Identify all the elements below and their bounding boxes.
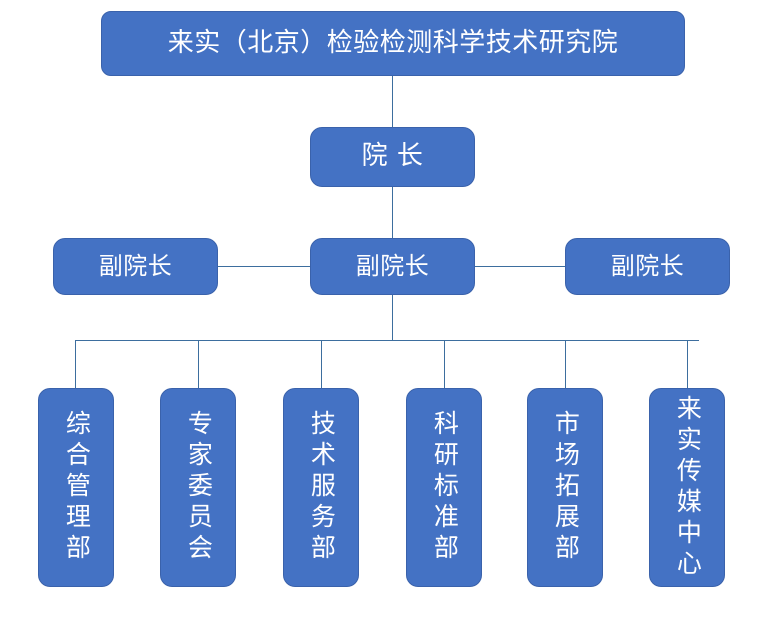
org-node-department-3[interactable]: 技术服务部 bbox=[283, 388, 359, 587]
connector-bus-to-dept-3 bbox=[321, 340, 322, 388]
org-node-department-5[interactable]: 市场拓展部 bbox=[527, 388, 603, 587]
connector-bus-to-dept-5 bbox=[565, 340, 566, 388]
org-node-vice-director-center-label: 副院长 bbox=[355, 251, 430, 280]
connector-bus-to-dept-4 bbox=[444, 340, 445, 388]
org-node-department-4[interactable]: 科研标准部 bbox=[406, 388, 482, 587]
org-node-department-3-label: 技术服务部 bbox=[307, 410, 337, 565]
connector-root-to-director bbox=[392, 76, 393, 127]
connector-bus-to-dept-2 bbox=[198, 340, 199, 388]
org-node-root[interactable]: 来实（北京）检验检测科学技术研究院 bbox=[101, 11, 685, 76]
department-bus-line bbox=[75, 340, 699, 341]
org-node-vice-director-right-label: 副院长 bbox=[610, 251, 685, 280]
connector-vice-center-to-vice-right bbox=[475, 266, 565, 267]
org-node-department-2[interactable]: 专家委员会 bbox=[160, 388, 236, 587]
connector-director-to-vice-center bbox=[392, 187, 393, 238]
connector-vice-center-to-department-bus bbox=[392, 295, 393, 341]
org-node-department-5-label: 市场拓展部 bbox=[551, 410, 581, 565]
org-node-root-label: 来实（北京）检验检测科学技术研究院 bbox=[167, 27, 619, 58]
org-node-department-4-label: 科研标准部 bbox=[430, 410, 460, 565]
org-node-vice-director-left[interactable]: 副院长 bbox=[53, 238, 218, 295]
org-node-director[interactable]: 院 长 bbox=[310, 127, 475, 187]
org-node-department-1-label: 综合管理部 bbox=[62, 410, 92, 565]
org-node-vice-director-left-label: 副院长 bbox=[98, 251, 173, 280]
connector-bus-to-dept-1 bbox=[75, 340, 76, 388]
connector-bus-to-dept-6 bbox=[687, 340, 688, 388]
org-node-vice-director-center[interactable]: 副院长 bbox=[310, 238, 475, 295]
connector-vice-center-to-vice-left bbox=[218, 266, 310, 267]
org-node-director-label: 院 长 bbox=[361, 141, 424, 172]
org-node-department-6-label: 来实传媒中心 bbox=[673, 394, 703, 581]
org-node-department-1[interactable]: 综合管理部 bbox=[38, 388, 114, 587]
org-node-department-6[interactable]: 来实传媒中心 bbox=[649, 388, 725, 587]
org-node-vice-director-right[interactable]: 副院长 bbox=[565, 238, 730, 295]
org-node-department-2-label: 专家委员会 bbox=[184, 410, 214, 565]
